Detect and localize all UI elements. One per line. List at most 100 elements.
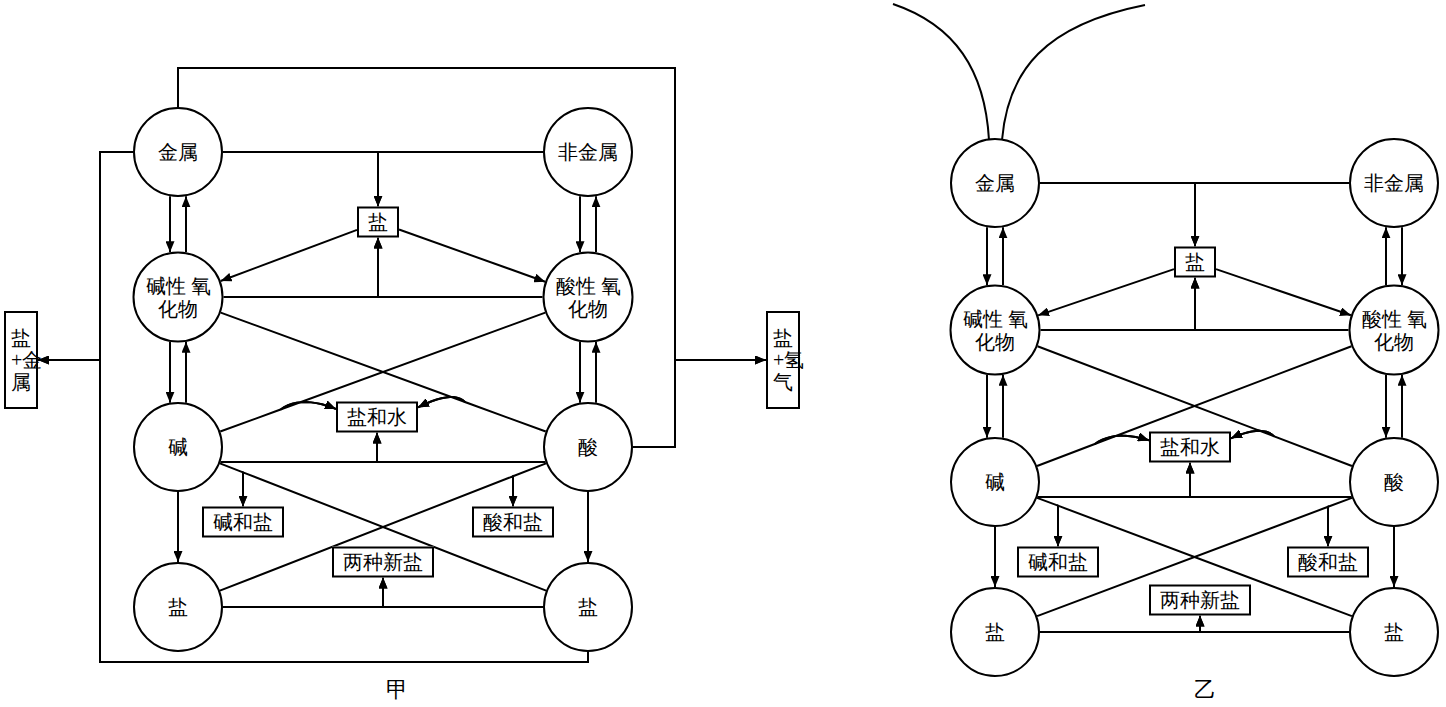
result-box: 两种新盐 (332, 547, 434, 578)
chemistry-circle: 盐 (1349, 587, 1439, 677)
connector (243, 472, 546, 590)
result-box: 盐 (1174, 247, 1216, 278)
node-text: 盐 (985, 621, 1005, 644)
connector (223, 152, 378, 207)
connector (1385, 227, 1387, 285)
node-text: 酸和盐 (483, 511, 543, 534)
node-text: 非金属 (1364, 172, 1424, 195)
circle-shape (1350, 139, 1438, 227)
connector (178, 68, 766, 360)
chemistry-circle: 非金属 (1349, 138, 1439, 228)
connector (38, 152, 133, 360)
chemistry-circle: 碱 (950, 437, 1040, 527)
node-text: 碱 (985, 471, 1005, 494)
circle-shape (544, 403, 632, 491)
connector (1385, 375, 1387, 438)
connector (1195, 183, 1349, 247)
connector (1216, 269, 1351, 315)
connector (1037, 498, 1058, 547)
connector (378, 238, 543, 298)
connector (595, 342, 597, 403)
circle-shape (544, 253, 633, 342)
chemistry-circle: 金属 (133, 107, 223, 197)
connector (185, 342, 187, 403)
connector (986, 227, 988, 285)
connector (378, 152, 543, 207)
connector (1401, 227, 1403, 285)
circle-shape (1350, 588, 1438, 676)
chemistry-circle: 酸性 氧化物 (543, 252, 634, 343)
connector (1037, 436, 1149, 466)
connector (513, 463, 546, 506)
result-box: 酸和盐 (1287, 547, 1369, 578)
circle-shape (1350, 286, 1439, 375)
node-text: 酸性 氧化物 (1361, 307, 1427, 353)
connector (1393, 527, 1395, 587)
connector (177, 492, 179, 562)
result-box: 酸和盐 (472, 507, 554, 538)
ear-curve (893, 4, 989, 140)
node-text: 酸 (578, 436, 598, 459)
connector (1040, 183, 1195, 247)
connector (587, 492, 589, 562)
connector (579, 196, 581, 252)
connector (221, 313, 465, 408)
node-text: 碱和盐 (1028, 551, 1088, 574)
ear-curve (1002, 5, 1145, 140)
connector (986, 375, 988, 438)
node-text: 非金属 (558, 141, 618, 164)
result-box-vertical: 盐+氢气 (766, 311, 800, 409)
node-text: 盐 (578, 596, 598, 619)
result-box: 盐和水 (1149, 432, 1231, 463)
connector (1037, 463, 1190, 498)
chemistry-circle: 酸 (1349, 437, 1439, 527)
node-text: 金属 (975, 172, 1015, 195)
connector (1041, 278, 1196, 331)
chemistry-circle: 非金属 (543, 107, 633, 197)
connector (1040, 616, 1200, 633)
connector (223, 578, 383, 608)
chemistry-circle: 碱性 氧化物 (133, 252, 224, 343)
chemistry-circle: 金属 (950, 138, 1040, 228)
node-text: 盐+氢气 (773, 327, 793, 393)
connector (1231, 431, 1352, 466)
node-text: 两种新盐 (1160, 589, 1240, 612)
connector (1038, 346, 1275, 438)
circle-shape (544, 563, 632, 651)
node-text: 盐 (368, 211, 388, 234)
circle-shape (951, 438, 1039, 526)
circle-shape (951, 286, 1040, 375)
connector (1190, 463, 1352, 498)
node-text: 碱性 氧化物 (962, 307, 1028, 353)
node-text: 碱和盐 (213, 511, 273, 534)
circle-shape (544, 108, 632, 196)
result-box: 碱和盐 (1017, 547, 1099, 578)
connector (1195, 278, 1349, 331)
node-text: 碱 (168, 436, 188, 459)
node-text: 酸性 氧化物 (555, 274, 621, 320)
node-text: 盐 (1185, 251, 1205, 274)
connector (383, 578, 543, 608)
circle-shape (134, 403, 222, 491)
circle-shape (951, 588, 1039, 676)
figure-label: 乙 (1192, 675, 1218, 705)
connector (399, 230, 545, 282)
chemistry-circle: 酸 (543, 402, 633, 492)
connector (595, 196, 597, 252)
connector (1328, 498, 1352, 547)
connector (221, 230, 357, 281)
connector (220, 402, 336, 431)
node-text: 盐 (1384, 621, 1404, 644)
node-text: 酸 (1384, 471, 1404, 494)
node-text: 盐+金属 (11, 327, 31, 393)
connector (1095, 346, 1352, 444)
chemistry-circle: 碱 (133, 402, 223, 492)
node-text: 碱性 氧化物 (145, 274, 211, 320)
connector (1002, 227, 1004, 285)
result-box: 盐和水 (336, 402, 418, 433)
connector (377, 433, 546, 463)
connector (633, 360, 766, 447)
node-text: 金属 (158, 141, 198, 164)
connector (169, 342, 171, 403)
